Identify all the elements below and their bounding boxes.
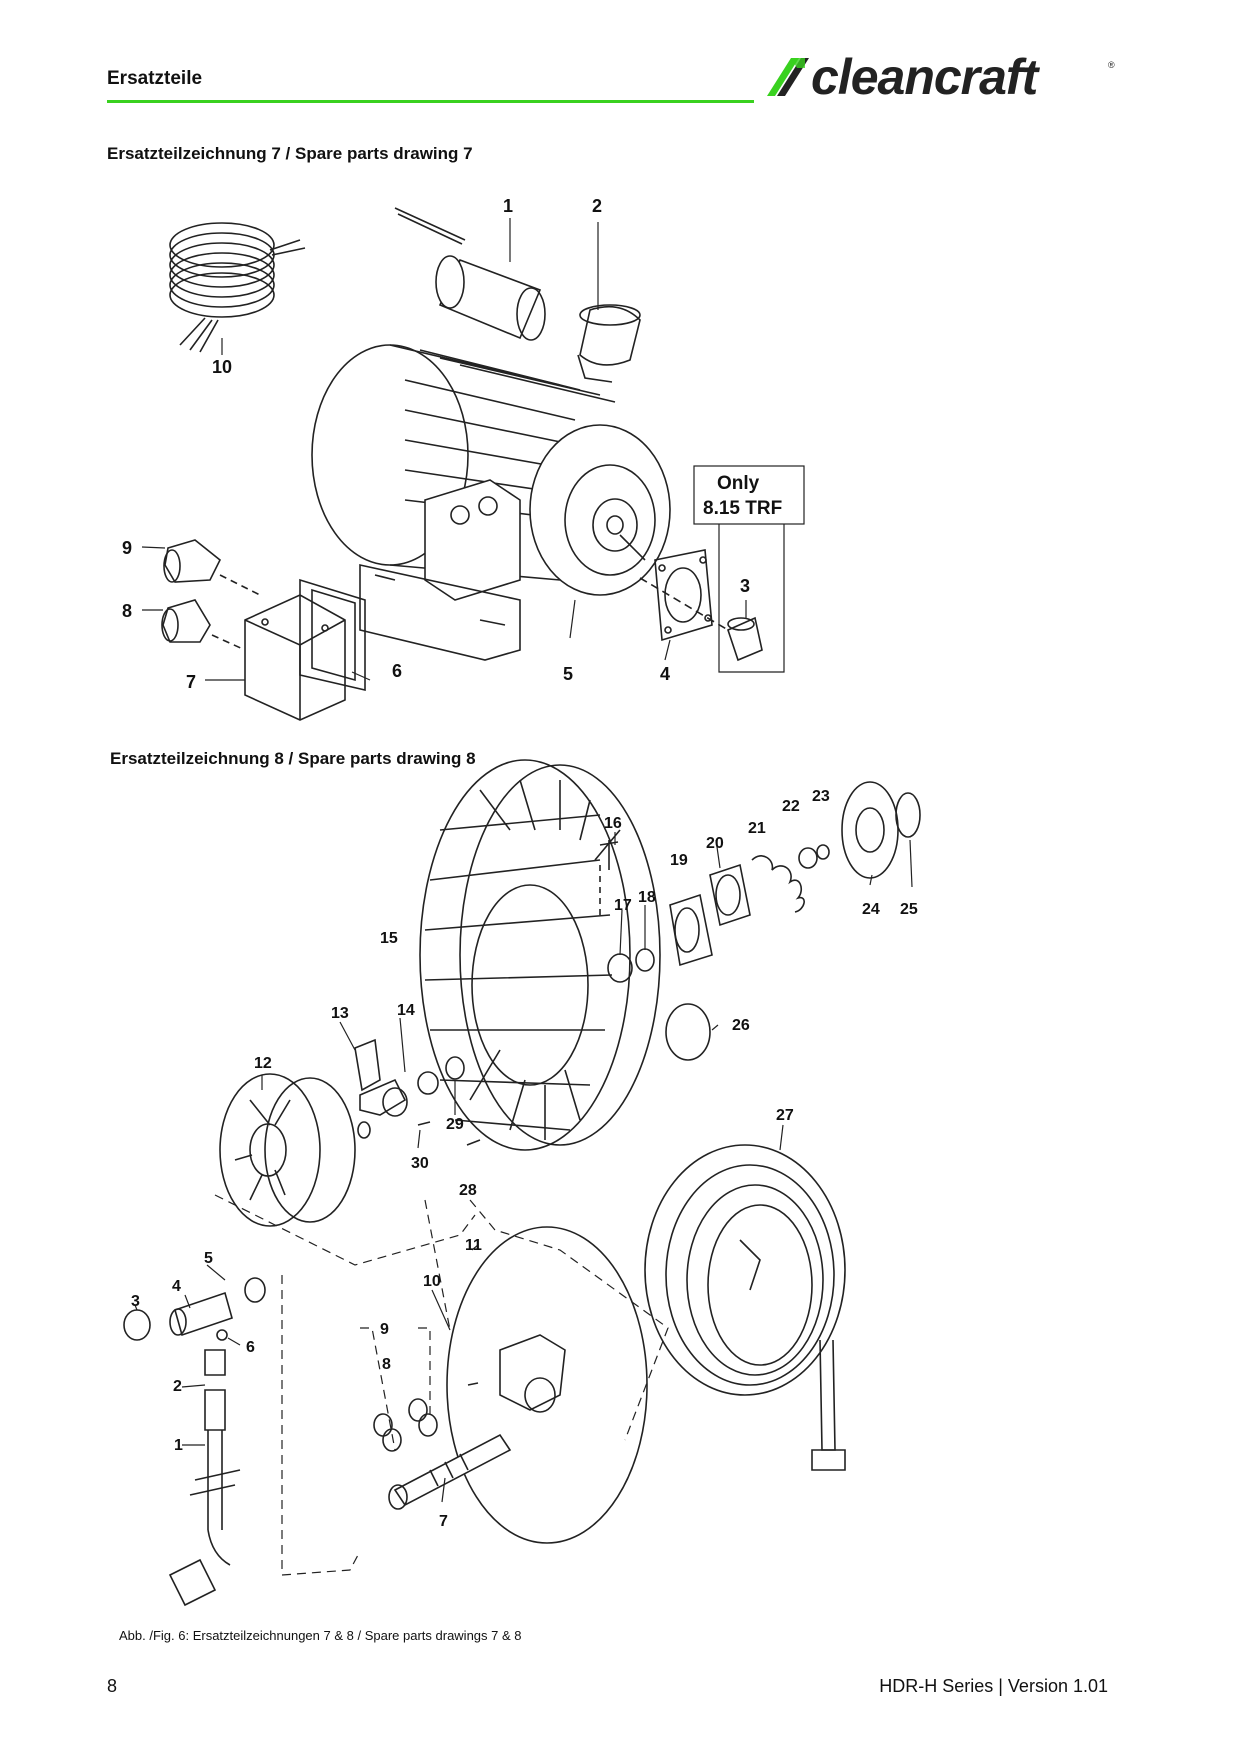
callout-label: 2 [173,1378,182,1395]
assembly-guide-lines [214,1194,669,1576]
model-note-box [693,465,805,525]
callout-label: 4 [660,664,670,684]
terminal-box-seal-part [299,578,366,692]
drawing-8-illustration [123,759,921,1607]
brand-logo: cleancraft ® [765,49,1115,108]
capacitor-part [394,207,546,341]
callout-label: 9 [380,1321,389,1338]
callout-label: 28 [459,1182,477,1199]
callout-label: 21 [748,820,766,837]
reel-shaft-part [388,1433,512,1510]
side-disc-part [446,1226,648,1544]
callout-label: 20 [706,835,724,852]
header-divider [107,100,754,103]
callout-label: 23 [812,788,830,805]
logo-wordmark: cleancraft [811,49,1038,105]
callout-label: 3 [131,1293,140,1310]
callout-label: 5 [204,1250,213,1267]
capacitor-clamp-part [577,304,641,383]
cable-gland-part [161,539,261,651]
drawing-7-title: Ersatzteilzeichnung 7 / Spare parts draw… [107,144,473,163]
reel-hub-parts [599,781,921,1061]
page-header-title: Ersatzteile [107,68,203,89]
drawing-8-labels: 16 22 23 21 20 19 17 18 24 25 15 14 13 1… [131,788,918,1530]
callout-label: 1 [503,196,513,216]
coupling-sleeve-part [639,577,763,662]
callout-label: 10 [212,357,232,377]
page-number: 8 [107,1676,118,1696]
callout-label: 8 [122,601,132,621]
callout-label: 10 [423,1273,441,1290]
callout-label: 30 [411,1155,429,1172]
swivel-joint-part [354,1038,481,1146]
callout-label: 24 [862,901,880,918]
figure-caption: Abb. /Fig. 6: Ersatzteilzeichnungen 7 & … [119,1628,522,1643]
callout-label: 12 [254,1055,272,1072]
callout-label: 7 [186,672,196,692]
seal-ring-parts [373,1382,479,1452]
logo-mark-icon [767,58,809,96]
terminal-box-cover-part [244,594,346,721]
drawing-7-labels: 1 2 10 9 8 7 6 5 4 3 Only 8.15 TRF [122,196,782,692]
callout-label: 16 [604,815,622,832]
reel-drum-part [419,759,661,1151]
callout-label: 4 [172,1278,181,1295]
callout-label: 1 [174,1437,183,1454]
electric-motor-part [311,344,671,661]
cable-coil-part [169,222,306,353]
callout-label: 25 [900,901,918,918]
callout-label: 6 [392,661,402,681]
callout-label: 9 [122,538,132,558]
callout-label: 13 [331,1005,349,1022]
callout-label: 27 [776,1107,794,1124]
callout-label: 2 [592,196,602,216]
callout-label: 14 [397,1002,415,1019]
drawing-7-illustration [141,207,805,721]
callout-label: 29 [446,1116,464,1133]
document-version: HDR-H Series | Version 1.01 [879,1676,1108,1696]
logo-registered-mark: ® [1108,60,1115,70]
drawing-8-leaders [134,832,913,1503]
callout-label: 18 [638,889,656,906]
reel-housing-part [219,1073,356,1227]
callout-label: 11 [465,1237,482,1254]
callout-label: 3 [740,576,750,596]
hose-coil-part [644,1144,846,1471]
callout-label: 15 [380,930,398,947]
callout-label: 7 [439,1513,448,1530]
inlet-fitting-parts [123,1277,266,1607]
callout-label: 8 [382,1356,391,1373]
model-note-line-2: 8.15 TRF [703,498,782,519]
callout-label: 17 [614,897,632,914]
flange-gasket-part [654,549,713,642]
callout-label: 6 [246,1339,255,1356]
drawing-8-title: Ersatzteilzeichnung 8 / Spare parts draw… [110,749,476,768]
callout-label: 22 [782,798,800,815]
model-note-line-1: Only [717,473,760,494]
drawing-7-leaders [141,218,747,681]
callout-label: 26 [732,1017,750,1034]
callout-label: 5 [563,664,573,684]
callout-label: 19 [670,852,688,869]
